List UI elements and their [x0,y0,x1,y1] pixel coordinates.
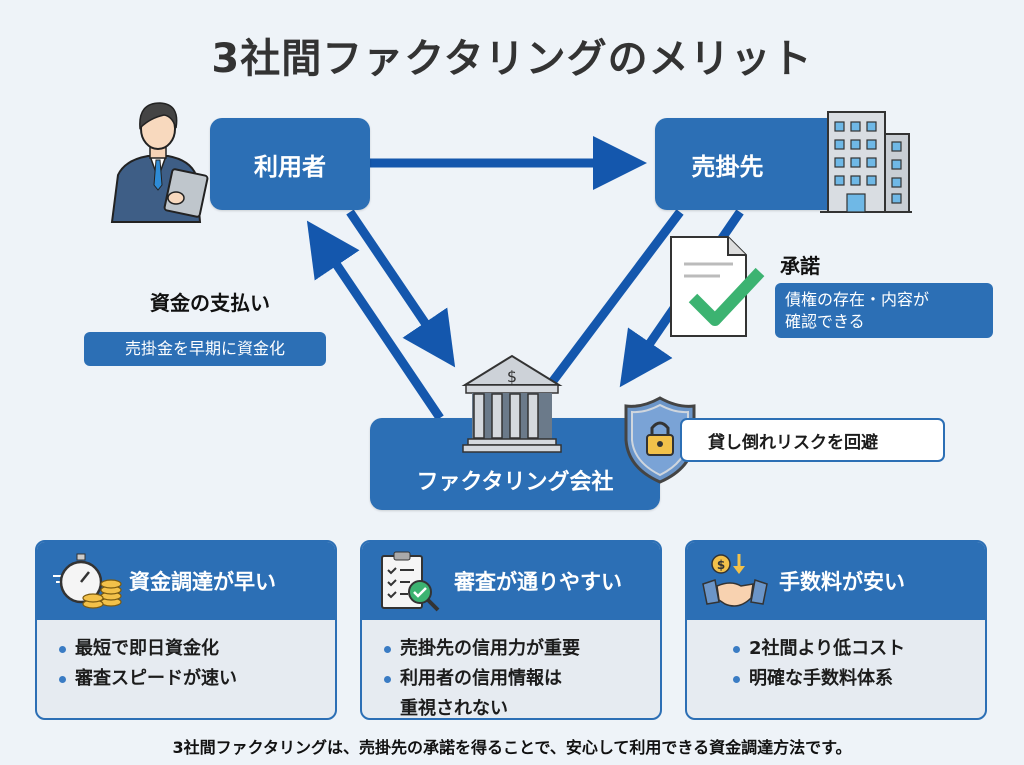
consent-tag: 債権の存在・内容が 確認できる [775,283,993,339]
card-item: 明確な手数料体系 [733,664,985,694]
node-user-label: 利用者 [254,152,326,181]
node-factor-label: ファクタリング会社 [416,470,614,495]
node-factor: ファクタリング会社 [370,418,660,510]
merit-card-fast-funding: 資金調達が早い 最短で即日資金化 審査スピードが速い [35,540,337,720]
node-user: 利用者 [210,118,370,210]
card-header: $ 手数料が安い [687,542,985,620]
svg-text:$: $ [717,558,725,572]
consent-label: 承諾 [780,254,820,278]
arrow-seller-to-factor [619,209,744,388]
payment-tag: 売掛金を早期に資金化 [84,332,326,366]
node-seller-label: 売掛先 [691,152,764,181]
line-seller-to-bank [546,209,684,388]
risk-avoidance-label: 貸し倒れリスクを回避 [708,432,878,453]
card-title: 資金調達が早い [129,570,276,594]
page-title: 3社間ファクタリングのメリット [211,36,813,82]
card-header: 資金調達が早い [37,542,335,620]
stopwatch-coins-icon [53,553,122,609]
card-header: 審査が通りやすい [362,542,660,620]
card-title: 審査が通りやすい [454,570,622,594]
node-seller: 売掛先 [655,118,840,210]
risk-avoidance-box: 貸し倒れリスクを回避 [680,418,945,462]
card-item-line: 利用者の信用情報は [400,668,562,689]
consent-tag-line2: 確認できる [785,311,865,331]
arrow-user-to-factor [346,209,456,368]
handshake-dollar-icon: $ [702,554,768,607]
card-list: 2社間より低コスト 明確な手数料体系 [687,620,985,694]
card-item: 売掛先の信用力が重要 [384,634,660,664]
card-item: 利用者の信用情報は 重視されない [384,664,660,719]
card-item: 最短で即日資金化 [59,634,335,664]
card-list: 最短で即日資金化 審査スピードが速い [37,620,335,694]
footer-summary: 3社間ファクタリングは、売掛先の承諾を得ることで、安心して利用できる資金調達方法… [172,738,852,757]
consent-tag-line1: 債権の存在・内容が [785,290,930,309]
clipboard-check-icon [381,551,440,612]
card-item-line: 重視されない [400,698,508,719]
card-item: 2社間より低コスト [733,634,985,664]
merit-card-low-fee: $ 手数料が安い 2社間より低コスト 明確な手数料体系 [685,540,987,720]
arrow-factor-to-user [306,220,444,421]
payment-label: 資金の支払い [150,291,270,315]
merit-card-easy-screening: 審査が通りやすい 売掛先の信用力が重要 利用者の信用情報は 重視されない [360,540,662,720]
card-title: 手数料が安い [779,570,905,594]
card-item: 審査スピードが速い [59,664,335,694]
card-list: 売掛先の信用力が重要 利用者の信用情報は 重視されない [362,620,660,719]
